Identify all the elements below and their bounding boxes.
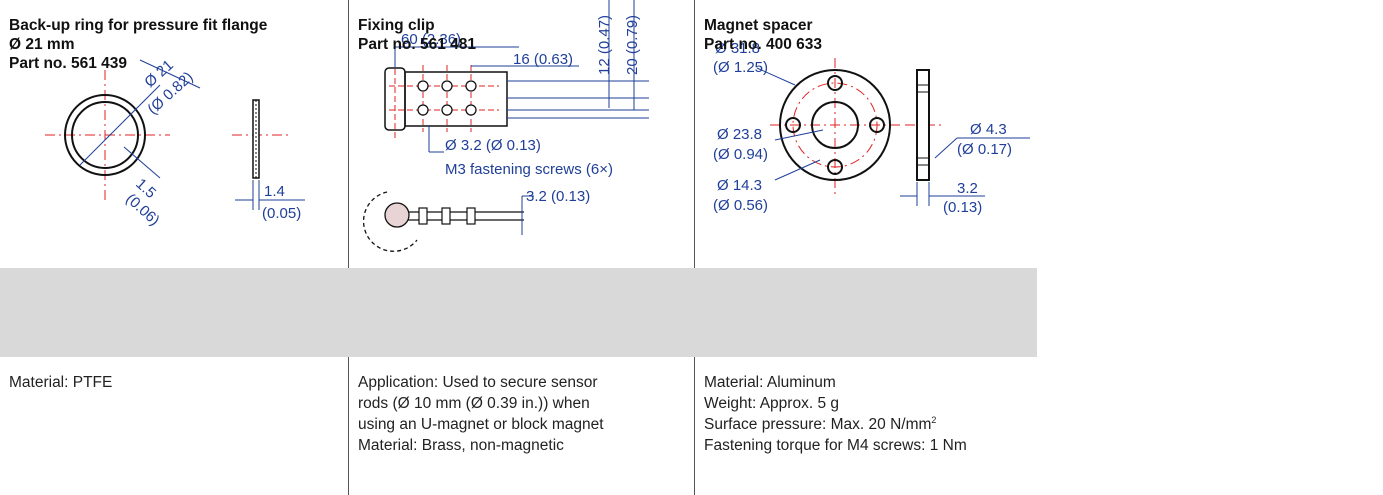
- description-line: Fastening torque for M4 screws: 1 Nm: [704, 437, 967, 454]
- dim-spacer-thickness: 3.2: [957, 180, 978, 197]
- dim-hole-diameter-in: (Ø 0.17): [957, 141, 1012, 158]
- title-line: Back-up ring for pressure fit flange: [9, 17, 268, 34]
- column-backup-ring: Ø 21 (Ø 0.82) 1.5 (0.06) 1.4 (0.05) Back…: [0, 0, 348, 495]
- clip-screws-note: M3 fastening screws (6×): [445, 161, 613, 178]
- column-divider-2: [694, 0, 695, 495]
- dim-ring-thickness: 1.4: [264, 183, 285, 200]
- spacer-inner-circle: [811, 101, 859, 149]
- dim-spacer-thickness-in: (0.13): [943, 199, 982, 216]
- dim-ring-thickness-in: (0.05): [262, 205, 301, 222]
- title-line: Fixing clip: [358, 17, 435, 34]
- description-line: Material: PTFE: [9, 374, 113, 391]
- magnet-spacer-title: Magnet spacer Part no. 400 633: [704, 16, 822, 54]
- description-line: Application: Used to secure sensor: [358, 374, 598, 391]
- ring-side-profile: [252, 99, 260, 179]
- spacer-side-profile: [916, 69, 930, 181]
- column-magnet-spacer: Ø 31.8 (Ø 1.25) Ø 23.8 (Ø 0.94) Ø 14.3 (…: [695, 0, 1038, 495]
- description-line: Surface pressure: Max. 20 N/mm2: [704, 414, 967, 435]
- header-band: [0, 268, 1037, 357]
- dim-clip-hole: Ø 3.2 (Ø 0.13): [445, 137, 541, 154]
- dim-clip-pitch: 16 (0.63): [513, 51, 573, 68]
- description-line: Material: Aluminum: [704, 374, 836, 391]
- backup-ring-description: Material: PTFE: [9, 372, 112, 393]
- backup-ring-title: Back-up ring for pressure fit flange Ø 2…: [9, 16, 267, 73]
- column-divider-1: [348, 0, 349, 495]
- dim-clip-height-1: 12 (0.47): [596, 15, 613, 75]
- pressure-exponent: 2: [931, 415, 937, 425]
- backup-ring-drawing: Ø 21 (Ø 0.82) 1.5 (0.06) 1.4 (0.05): [45, 57, 305, 229]
- column-fixing-clip: 60 (2.36) 16 (0.63) 12 (0.47) 20 (0.79) …: [349, 0, 694, 495]
- part-number: Part no. 561 439: [9, 55, 128, 72]
- part-number: Part no. 561 481: [358, 36, 477, 53]
- dim-pitch-circle-in: (Ø 0.94): [713, 146, 768, 163]
- magnet-spacer-drawing: Ø 31.8 (Ø 1.25) Ø 23.8 (Ø 0.94) Ø 14.3 (…: [713, 40, 1030, 216]
- magnet-spacer-description: Material: Aluminum Weight: Approx. 5 g S…: [704, 372, 967, 456]
- dim-inner-diameter: Ø 14.3: [717, 177, 762, 194]
- dim-outer-diameter-in: (Ø 1.25): [713, 59, 768, 76]
- description-line: using an U-magnet or block magnet: [358, 416, 604, 433]
- title-line: Magnet spacer: [704, 17, 813, 34]
- part-number: Part no. 400 633: [704, 36, 823, 53]
- description-line: rods (Ø 10 mm (Ø 0.39 in.)) when: [358, 395, 590, 412]
- ring-outer-circle: [64, 94, 146, 176]
- dim-outer-diameter: Ø 31.8: [715, 40, 760, 57]
- dim-clip-length: 60 (2.36): [401, 31, 461, 48]
- fixing-clip-description: Application: Used to secure sensor rods …: [358, 372, 604, 456]
- dim-hole-diameter: Ø 4.3: [970, 121, 1007, 138]
- ring-inner-circle: [71, 101, 139, 169]
- dim-pitch-circle: Ø 23.8: [717, 126, 762, 143]
- spacer-outer-circle: [779, 69, 891, 181]
- fixing-clip-title: Fixing clip Part no. 561 481: [358, 16, 476, 54]
- dim-clip-thickness: 3.2 (0.13): [526, 188, 590, 205]
- pressure-label: Surface pressure: Max. 20 N/mm: [704, 416, 932, 433]
- fixing-clip-drawing: 60 (2.36) 16 (0.63) 12 (0.47) 20 (0.79) …: [362, 0, 649, 252]
- description-line: Material: Brass, non-magnetic: [358, 437, 564, 454]
- description-line: Weight: Approx. 5 g: [704, 395, 839, 412]
- sensor-rod-section: [384, 202, 410, 228]
- dim-clip-height-2: 20 (0.79): [624, 15, 641, 75]
- dim-inner-diameter-in: (Ø 0.56): [713, 197, 768, 214]
- title-line: Ø 21 mm: [9, 36, 75, 53]
